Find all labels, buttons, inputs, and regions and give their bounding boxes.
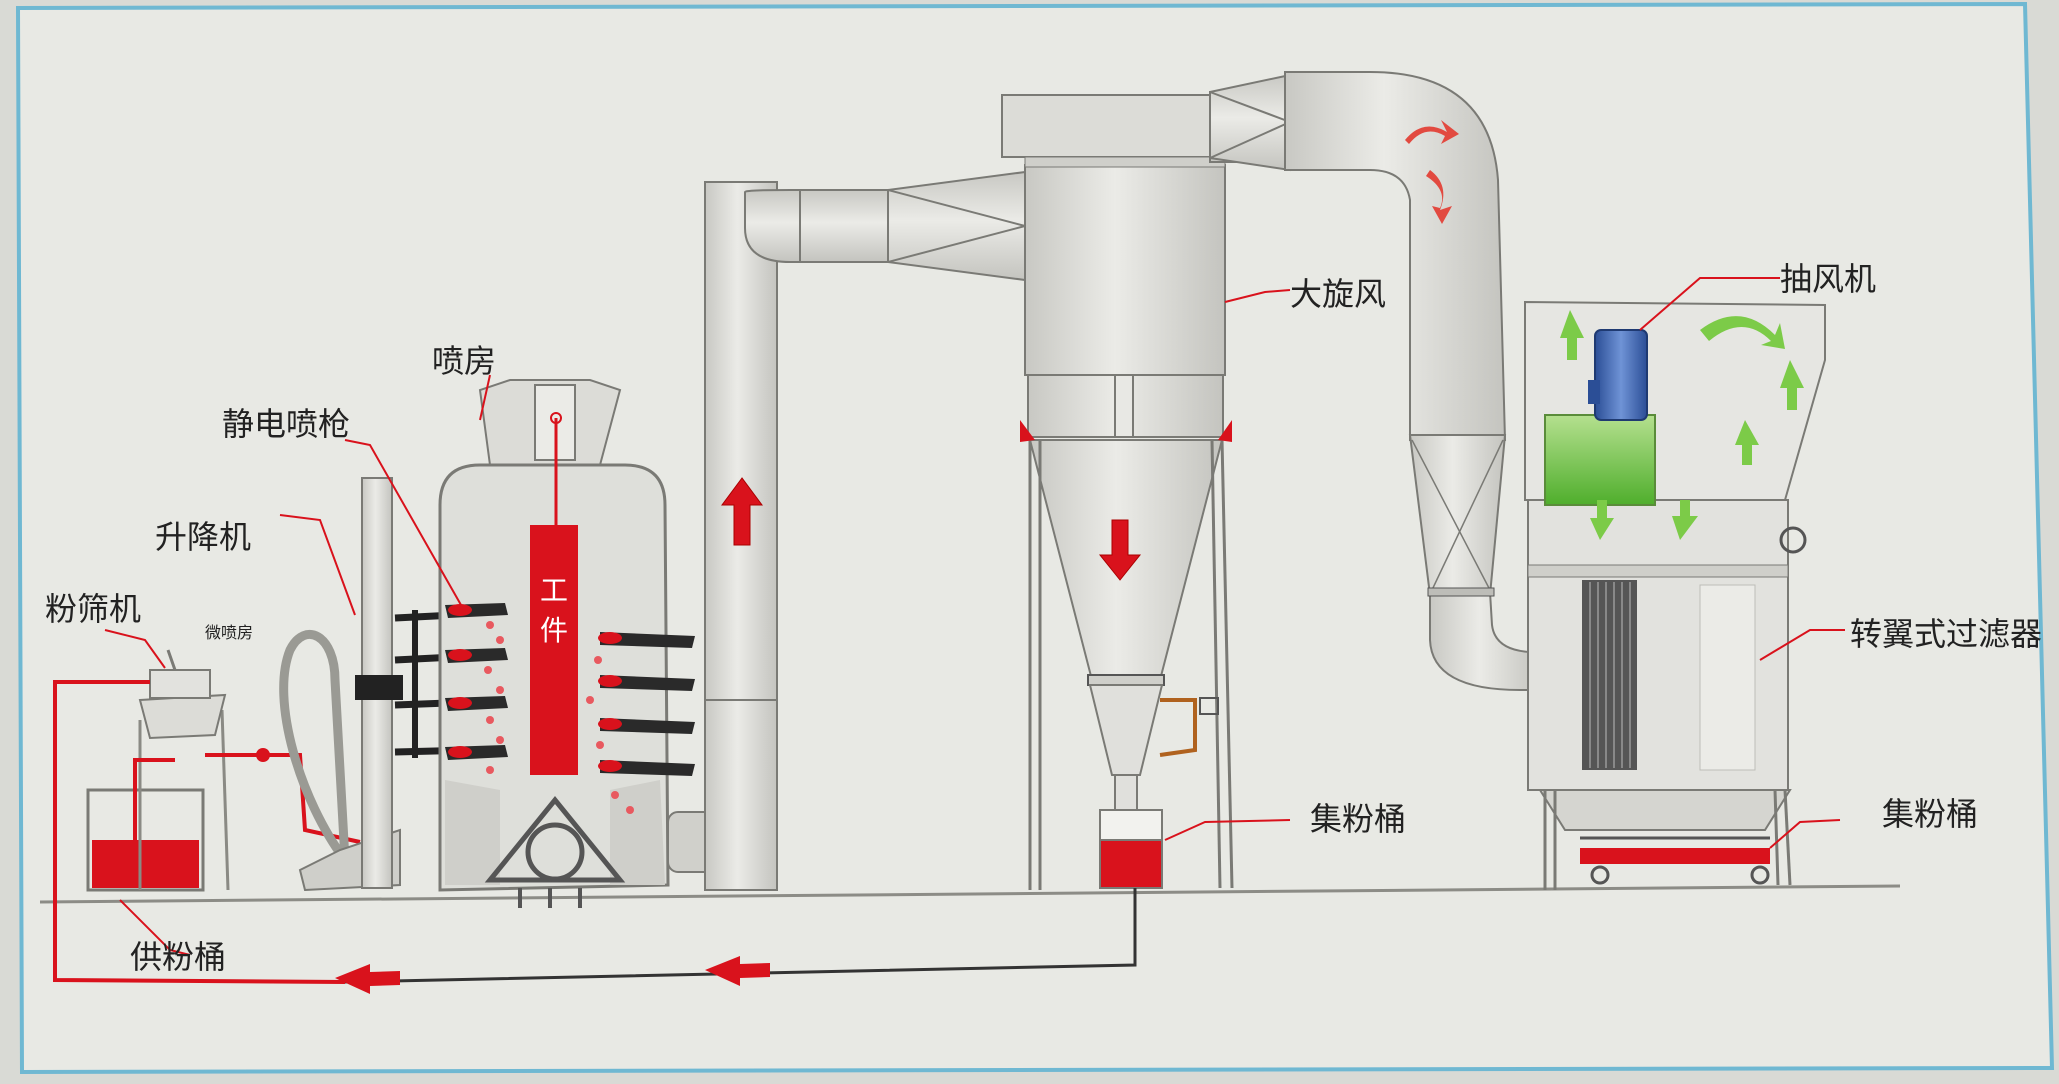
duct-swirl-arrows [1405, 120, 1459, 224]
workpiece [530, 525, 578, 775]
rotary-wing-filter [1524, 300, 1826, 890]
label-rotary-filter: 转翼式过滤器 [1850, 615, 2042, 653]
sieve-leg-right [220, 709, 230, 891]
powder-sieve-machine [53, 649, 361, 984]
cyclone-top-box [1001, 94, 1213, 158]
cyclone-inner-tube [1114, 374, 1134, 438]
filter-hopper [1538, 789, 1792, 831]
sieve-spout [166, 649, 177, 671]
label-collector-right: 集粉桶 [1882, 795, 1978, 833]
cyclone-side-valve [1159, 698, 1197, 757]
airflow-up-arrow [721, 477, 763, 546]
cart-wheel-right [1750, 865, 1770, 885]
fan-housing [1544, 414, 1656, 506]
cyclone-neck [1024, 156, 1226, 168]
powder-return-line [335, 888, 1137, 994]
label-big-cyclone: 大旋风 [1290, 275, 1386, 313]
powder-line-sieve-feed [53, 680, 346, 984]
lifter-carriage [355, 675, 403, 700]
label-spray-booth: 喷房 [432, 342, 496, 380]
return-arrow-2 [335, 964, 400, 994]
green-airflow-arrows [1560, 310, 1804, 540]
filter-collector-cart [1580, 848, 1770, 864]
electrostatic-gun-tips [448, 604, 472, 758]
cyclone-cone-band [1087, 674, 1165, 686]
cyclone-discharge-cone [1088, 684, 1164, 776]
outlet-duct [1209, 71, 1541, 691]
label-powder-sieve: 粉筛机 [45, 590, 141, 628]
filter-side-gauge [1779, 526, 1807, 554]
filter-legs [1543, 789, 1792, 890]
horizontal-duct [799, 189, 891, 263]
outlet-duct-transition [1209, 73, 1291, 172]
label-lifter: 升降机 [155, 518, 251, 556]
cyclone-upper-body [1024, 164, 1226, 376]
workpiece-label-2: 件 [540, 614, 568, 647]
booth-feet [518, 888, 582, 908]
labels: 喷房 静电喷枪 升降机 粉筛机 微喷房 供粉桶 大旋风 抽风机 转翼式过滤器 集… [45, 260, 2042, 976]
cart-wheel-left [1590, 865, 1610, 885]
lifter-hose [279, 629, 350, 863]
label-exhaust-fan: 抽风机 [1780, 260, 1876, 298]
cyclone-legs [1028, 439, 1234, 890]
sieve-top [149, 669, 211, 699]
booth-hopper-left [445, 780, 500, 885]
cyclone-pipe-to-bucket [1114, 774, 1138, 811]
powder-spray-dots [484, 621, 634, 814]
duct-transition [887, 170, 1026, 282]
fan-motor [1594, 329, 1648, 421]
inlet-duct [704, 170, 1026, 891]
cyclone-flange-left [1020, 420, 1035, 442]
right-spray-guns [600, 632, 695, 776]
big-cyclone [1001, 94, 1234, 890]
spray-booth: 工 件 [438, 379, 695, 908]
outlet-duct-bottom-elbow [1429, 591, 1541, 691]
filter-cartridge [1582, 580, 1637, 770]
floor-line [39, 884, 1901, 904]
label-supply-bucket: 供粉桶 [130, 938, 226, 976]
supply-bucket-powder [92, 840, 199, 888]
supply-bucket-frame [86, 788, 205, 892]
outlet-duct-elbow [1284, 71, 1507, 441]
powder-joint [256, 748, 270, 762]
cyclone-flange-right [1218, 420, 1232, 442]
leader-lines [104, 277, 1845, 956]
filter-cartridge-ghost [1699, 584, 1756, 771]
label-small-booth: 微喷房 [205, 623, 253, 642]
powder-line-sieve-to-bucket [133, 758, 175, 845]
booth-bottom-wheel [525, 822, 585, 882]
workpiece-label-1: 工 [540, 574, 568, 607]
label-electrostatic-gun: 静电喷枪 [222, 405, 350, 443]
right-gun-tips [598, 632, 622, 772]
booth-hopper-right [610, 780, 665, 885]
lifter-machine [279, 477, 476, 892]
airflow-down-arrow [1098, 519, 1142, 581]
filter-divider [1527, 564, 1789, 578]
label-collector-center: 集粉桶 [1310, 800, 1406, 838]
return-arrow-1 [705, 956, 770, 986]
sieve-hopper [138, 693, 227, 740]
